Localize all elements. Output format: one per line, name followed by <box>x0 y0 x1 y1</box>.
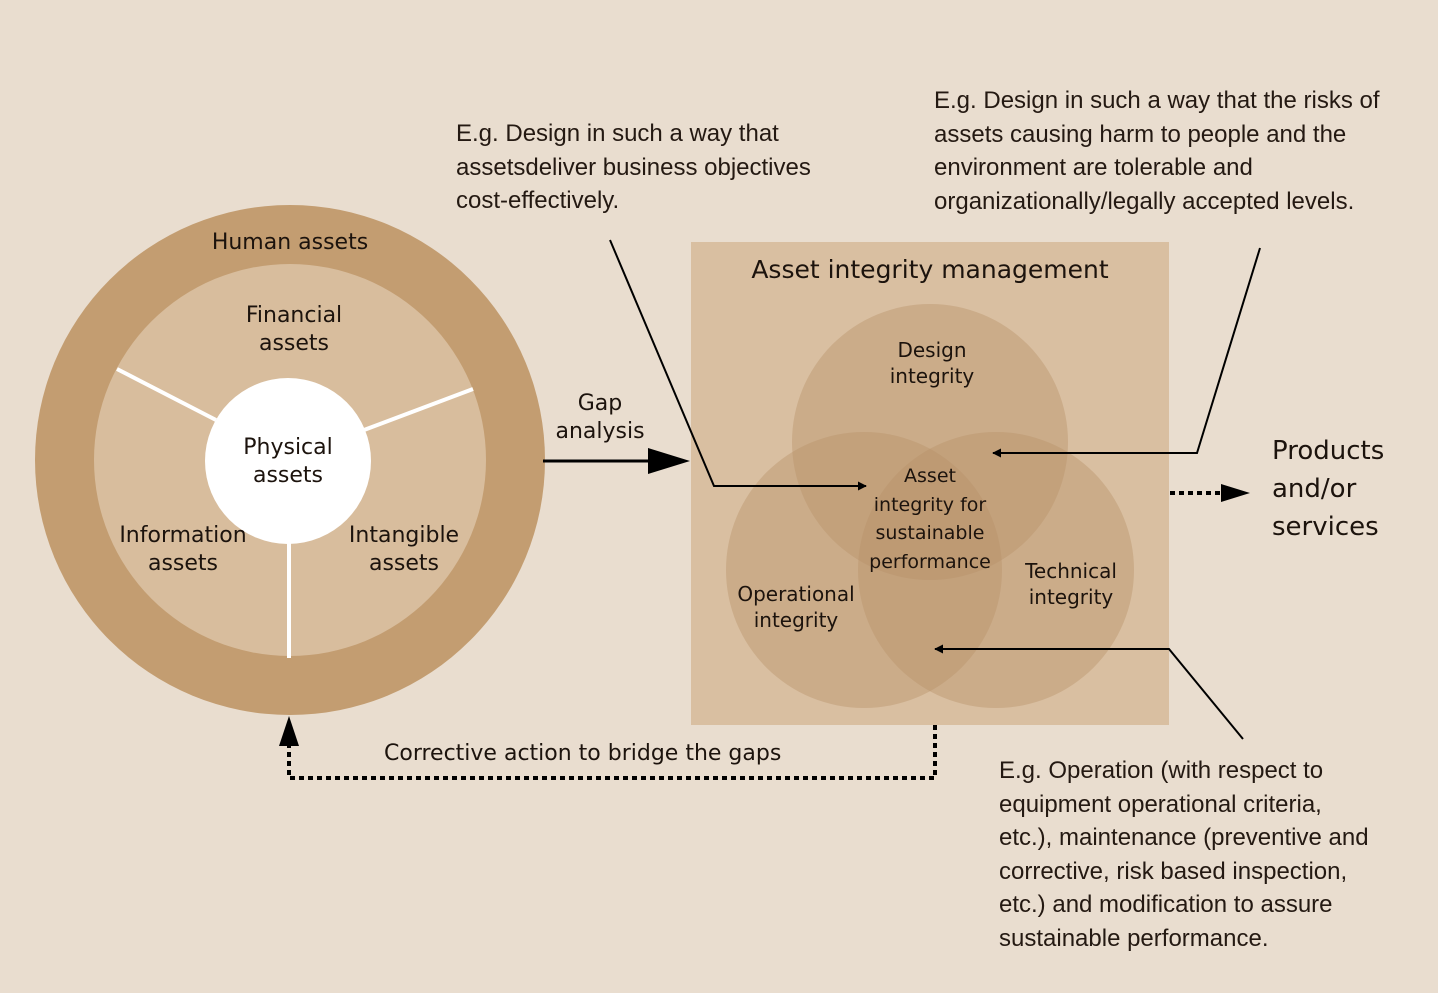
segment-divider-left <box>116 367 217 422</box>
gap-analysis-label: Gap analysis <box>555 391 645 445</box>
segment-divider-right <box>363 387 474 432</box>
solid-arrow-icon <box>648 448 690 474</box>
operational-integrity-label: Operational integrity <box>737 582 855 632</box>
operational-integrity-circle <box>726 432 1002 708</box>
corrective-action-label: Corrective action to bridge the gaps <box>384 741 782 766</box>
pointer-operation <box>934 644 1244 740</box>
dotted-arrow-icon <box>1221 484 1250 502</box>
pointer-arrow-icon <box>279 716 299 746</box>
technical-integrity-label: Technical integrity <box>1025 559 1117 609</box>
physical-assets-label: Physical assets <box>243 435 333 489</box>
pointer-risk <box>992 247 1261 458</box>
note-operation-maintenance: E.g. Operation (with respect to equipmen… <box>999 757 1369 952</box>
asset-integrity-center-label: Asset integrity for sustainable performa… <box>869 465 991 573</box>
note-business-objectives: E.g. Design in such a way that assetsdel… <box>456 120 811 215</box>
products-services-label: Products and/or services <box>1272 436 1385 543</box>
intangible-assets-label: Intangible assets <box>348 523 460 577</box>
aim-box <box>691 242 1169 725</box>
pointer-business <box>609 239 867 491</box>
physical-assets-disk <box>205 378 371 544</box>
design-integrity-circle <box>792 304 1068 580</box>
human-assets-label: Human assets <box>211 230 369 255</box>
design-integrity-label: Design integrity <box>889 338 975 388</box>
financial-assets-label: Financial assets <box>245 303 343 357</box>
note-risk-tolerance: E.g. Design in such a way that the risks… <box>934 87 1380 215</box>
technical-integrity-circle <box>858 432 1134 708</box>
aim-title: Asset integrity management <box>751 255 1109 284</box>
information-assets-label: Information assets <box>119 523 247 577</box>
